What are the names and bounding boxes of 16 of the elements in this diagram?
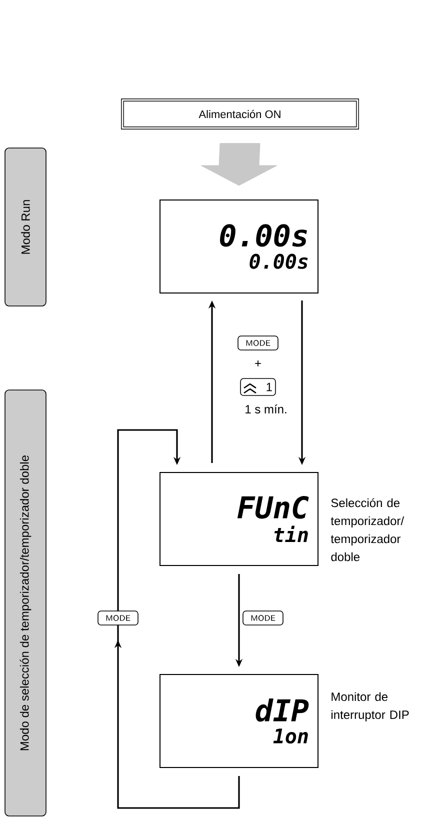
key-label: 1 [240,378,276,396]
power-on-box: Alimentación ON [121,98,359,130]
key-label: MODE [242,610,284,626]
key-label: + [255,360,261,366]
key-label: MODE [238,336,278,350]
key-label: 1 s mín. [246,404,286,414]
lcd-display: FUnC tin [160,472,318,566]
block-arrow [200,143,278,186]
lcd-display: dIP 1on [160,674,318,768]
mode-band: Modo de selección de temporizador/temporizador doble [4,390,46,816]
side-caption: Selección de temporizador/ temporizador doble [330,498,404,562]
side-caption: Monitor de interruptor DIP [332,692,409,722]
key-label: MODE [98,610,138,626]
mode-band: Modo Run [4,148,46,306]
lcd-display: 0.00s 0.00s [160,200,318,294]
arrow [114,429,240,809]
